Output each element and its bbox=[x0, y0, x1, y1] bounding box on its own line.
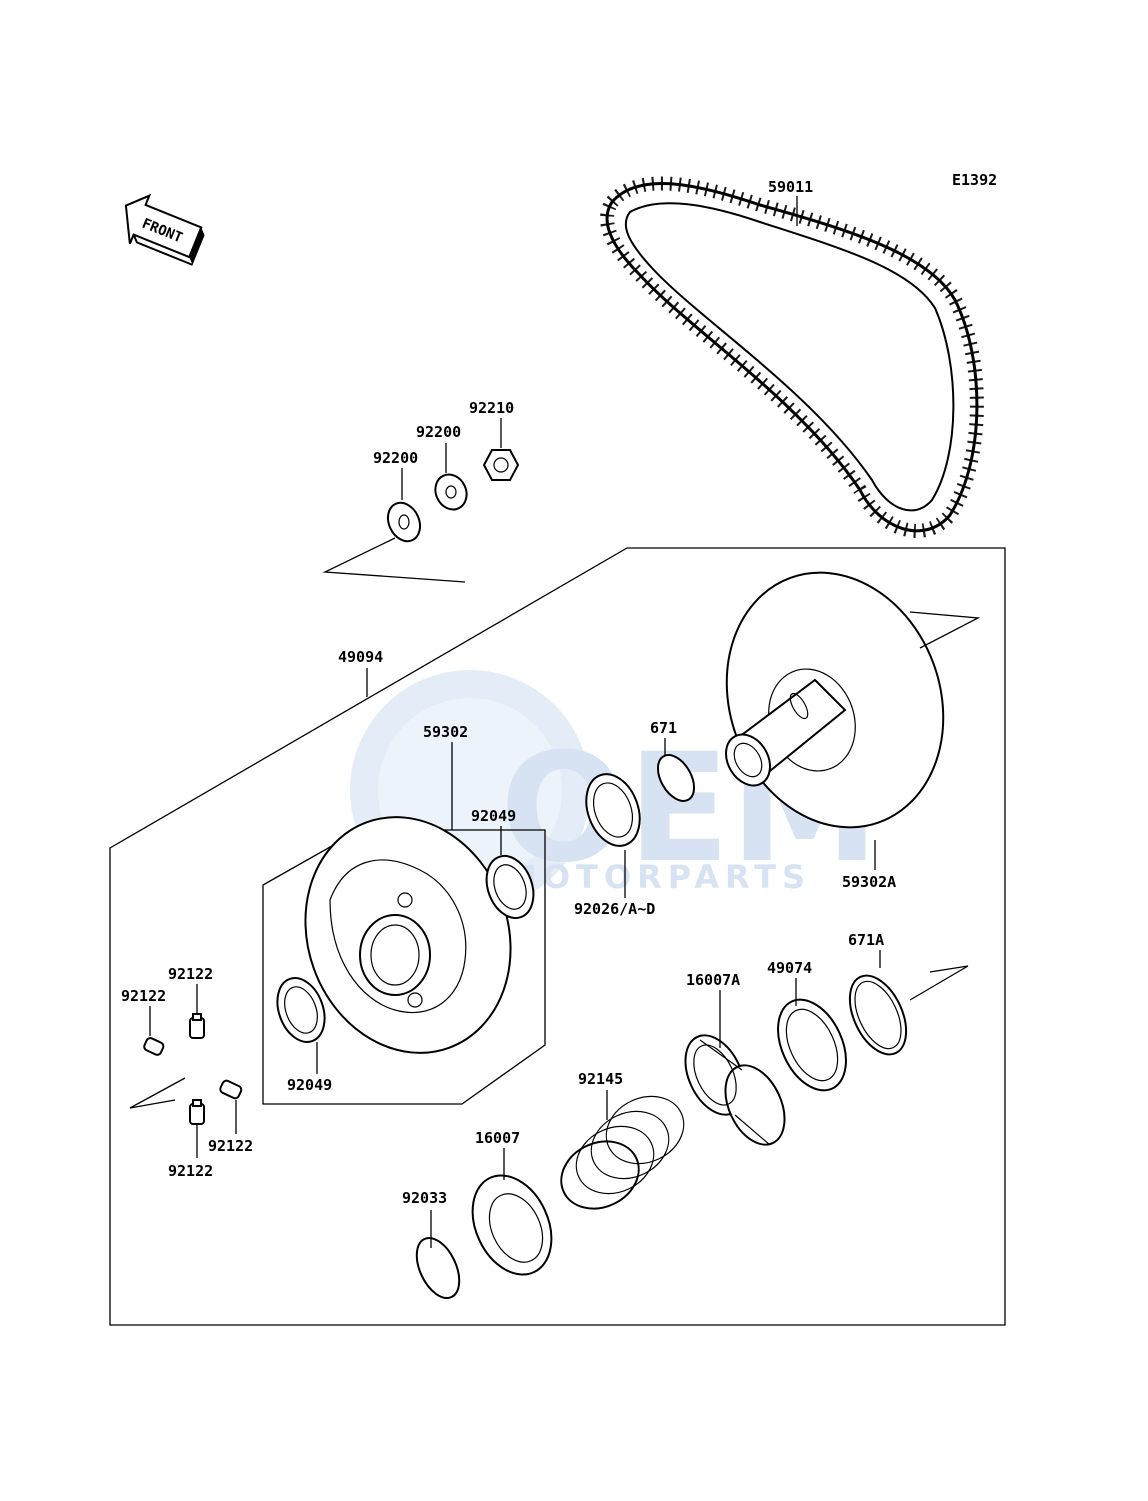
label-92026: 92026/A~D bbox=[574, 900, 655, 918]
label-92033: 92033 bbox=[402, 1189, 447, 1207]
label-92122-b: 92122 bbox=[168, 965, 213, 983]
label-92122-d: 92122 bbox=[168, 1162, 213, 1180]
label-59011: 59011 bbox=[768, 178, 813, 196]
watermark-sub: MOTORPARTS bbox=[505, 858, 811, 896]
label-92122-a: 92122 bbox=[121, 987, 166, 1005]
sheave-pointer-line bbox=[909, 611, 981, 649]
shim-92026 bbox=[585, 773, 641, 847]
slider-pointer-line bbox=[129, 1077, 186, 1109]
washer-49074 bbox=[777, 998, 847, 1092]
label-92049-lower: 92049 bbox=[287, 1076, 332, 1094]
label-16007A: 16007A bbox=[686, 971, 740, 989]
label-92200-a: 92200 bbox=[373, 449, 418, 467]
washer-92200-b bbox=[434, 473, 468, 511]
seal-92049-upper bbox=[485, 855, 535, 919]
washer-92200-a bbox=[386, 501, 422, 543]
label-92122-c: 92122 bbox=[208, 1137, 253, 1155]
snap-ring-92033 bbox=[415, 1237, 461, 1299]
nut-92210 bbox=[482, 449, 520, 481]
label-49074: 49074 bbox=[767, 959, 812, 977]
slider-92122-a bbox=[143, 1037, 165, 1056]
fixed-sheave bbox=[725, 571, 945, 829]
label-49094: 49094 bbox=[338, 648, 383, 666]
front-arrow-icon: FRONT bbox=[124, 193, 205, 266]
movable-sheave bbox=[304, 816, 512, 1054]
label-92145: 92145 bbox=[578, 1070, 623, 1088]
label-671A: 671A bbox=[848, 931, 884, 949]
washer-pointer-line bbox=[322, 537, 466, 583]
label-92049-upper: 92049 bbox=[471, 807, 516, 825]
slider-92122-b bbox=[189, 1013, 205, 1039]
label-671: 671 bbox=[650, 719, 677, 737]
label-92200-b: 92200 bbox=[416, 423, 461, 441]
oring-pointer-line bbox=[909, 965, 969, 1001]
leader-lines bbox=[149, 196, 881, 1248]
label-16007: 16007 bbox=[475, 1129, 520, 1147]
seal-92049-lower bbox=[276, 977, 326, 1043]
oring-671A bbox=[848, 974, 908, 1056]
label-92210: 92210 bbox=[469, 399, 514, 417]
oring-671 bbox=[656, 754, 696, 802]
label-59302A: 59302A bbox=[842, 873, 896, 891]
diagram-code: E1392 bbox=[952, 171, 997, 189]
slider-92122-c bbox=[219, 1079, 243, 1100]
slider-92122-d bbox=[189, 1099, 205, 1125]
cam-16007A bbox=[684, 1034, 786, 1146]
spring-92145 bbox=[560, 1095, 685, 1210]
assembly-frame bbox=[109, 547, 1006, 1326]
drive-belt bbox=[600, 176, 984, 538]
cover-16007 bbox=[471, 1174, 553, 1276]
label-59302: 59302 bbox=[423, 723, 468, 741]
